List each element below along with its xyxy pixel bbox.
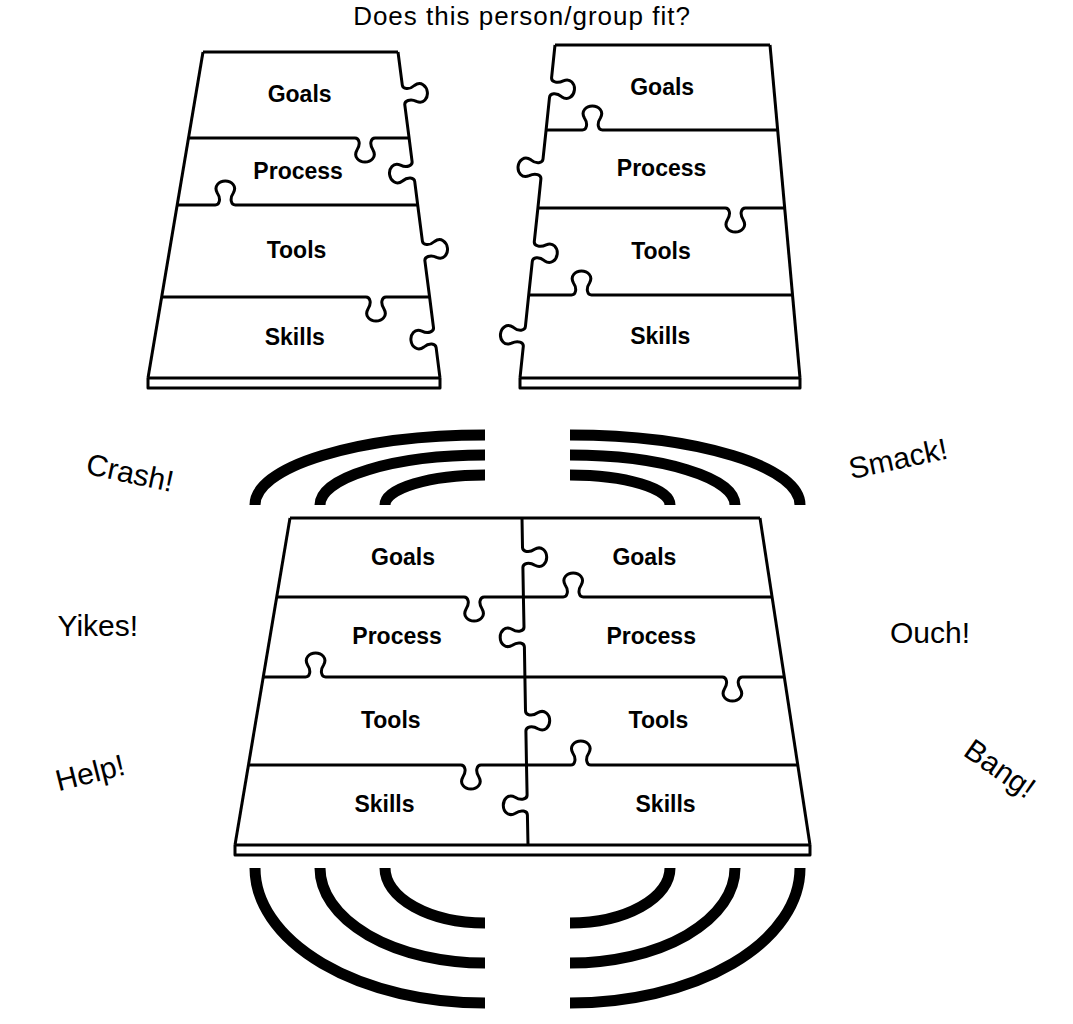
puzzle-piece: Tools	[355, 704, 427, 738]
piece-label: Tools	[267, 238, 327, 263]
sound-effect: Smack!	[846, 431, 951, 484]
piece-divider	[249, 597, 527, 789]
impact-arc	[385, 868, 485, 923]
piece-label: Skills	[630, 324, 690, 349]
piece-edge	[235, 518, 810, 845]
impact-arc	[570, 868, 735, 963]
piece-knob-edge	[500, 45, 574, 378]
impact-arc	[570, 868, 800, 1003]
puzzle-piece: Goals	[606, 541, 682, 575]
puzzle-piece: Skills	[629, 788, 702, 822]
puzzle-piece: Process	[611, 152, 713, 186]
piece-edge	[148, 52, 440, 378]
puzzle-piece: Goals	[365, 541, 441, 575]
impact-arc	[570, 475, 670, 505]
piece-divider	[529, 106, 793, 295]
sound-effect: Crash!	[84, 447, 177, 498]
piece-label: Skills	[636, 792, 696, 817]
piece-label: Tools	[629, 708, 689, 733]
puzzle-piece: Process	[346, 620, 448, 654]
sound-effect: Ouch!	[890, 616, 970, 649]
piece-label: Goals	[371, 545, 435, 570]
sound-effect: Yikes!	[58, 609, 139, 642]
piece-label: Process	[606, 624, 696, 649]
piece-label: Goals	[630, 75, 694, 100]
piece-label: Goals	[268, 82, 332, 107]
piece-edge	[235, 518, 290, 845]
piece-seam	[500, 518, 550, 845]
piece-edge	[520, 45, 800, 378]
puzzle-piece: Tools	[261, 234, 333, 268]
sound-effect: Help!	[52, 748, 128, 797]
piece-label: Tools	[361, 708, 421, 733]
puzzle-piece: Tools	[625, 235, 697, 269]
impact-arc	[255, 435, 485, 505]
puzzle-piece: Process	[600, 620, 702, 654]
diagram-title: Does this person/group fit?	[353, 2, 691, 31]
piece-ground	[520, 45, 800, 378]
puzzle-piece: Tools	[622, 704, 694, 738]
piece-label: Tools	[631, 239, 691, 264]
piece-divider	[523, 573, 797, 765]
piece-label: Skills	[265, 325, 325, 350]
puzzle-piece: Skills	[348, 788, 421, 822]
piece-label: Process	[352, 624, 442, 649]
impact-arc	[570, 868, 670, 923]
puzzle-piece: Goals	[624, 71, 700, 105]
piece-label: Process	[253, 159, 343, 184]
puzzle-piece: Skills	[258, 321, 331, 355]
piece-label: Goals	[612, 545, 676, 570]
impact-arc	[320, 455, 485, 505]
piece-ground	[235, 518, 810, 845]
piece-knob-edge	[390, 52, 448, 378]
puzzle-piece: Skills	[624, 320, 697, 354]
piece-ground	[148, 52, 440, 378]
impact-arc	[255, 868, 485, 1003]
piece-edge	[760, 518, 810, 845]
impact-arc	[570, 435, 800, 505]
puzzle-piece: Process	[247, 155, 349, 189]
piece-edge	[148, 52, 203, 378]
piece-divider	[162, 138, 430, 321]
sound-effect: Bang!	[959, 732, 1042, 804]
piece-label: Process	[617, 156, 707, 181]
impact-arc	[320, 868, 485, 963]
piece-label: Skills	[354, 792, 414, 817]
piece-edge	[770, 45, 800, 378]
impact-arc	[570, 455, 735, 505]
impact-arc	[385, 475, 485, 505]
puzzle-piece: Goals	[262, 78, 338, 112]
